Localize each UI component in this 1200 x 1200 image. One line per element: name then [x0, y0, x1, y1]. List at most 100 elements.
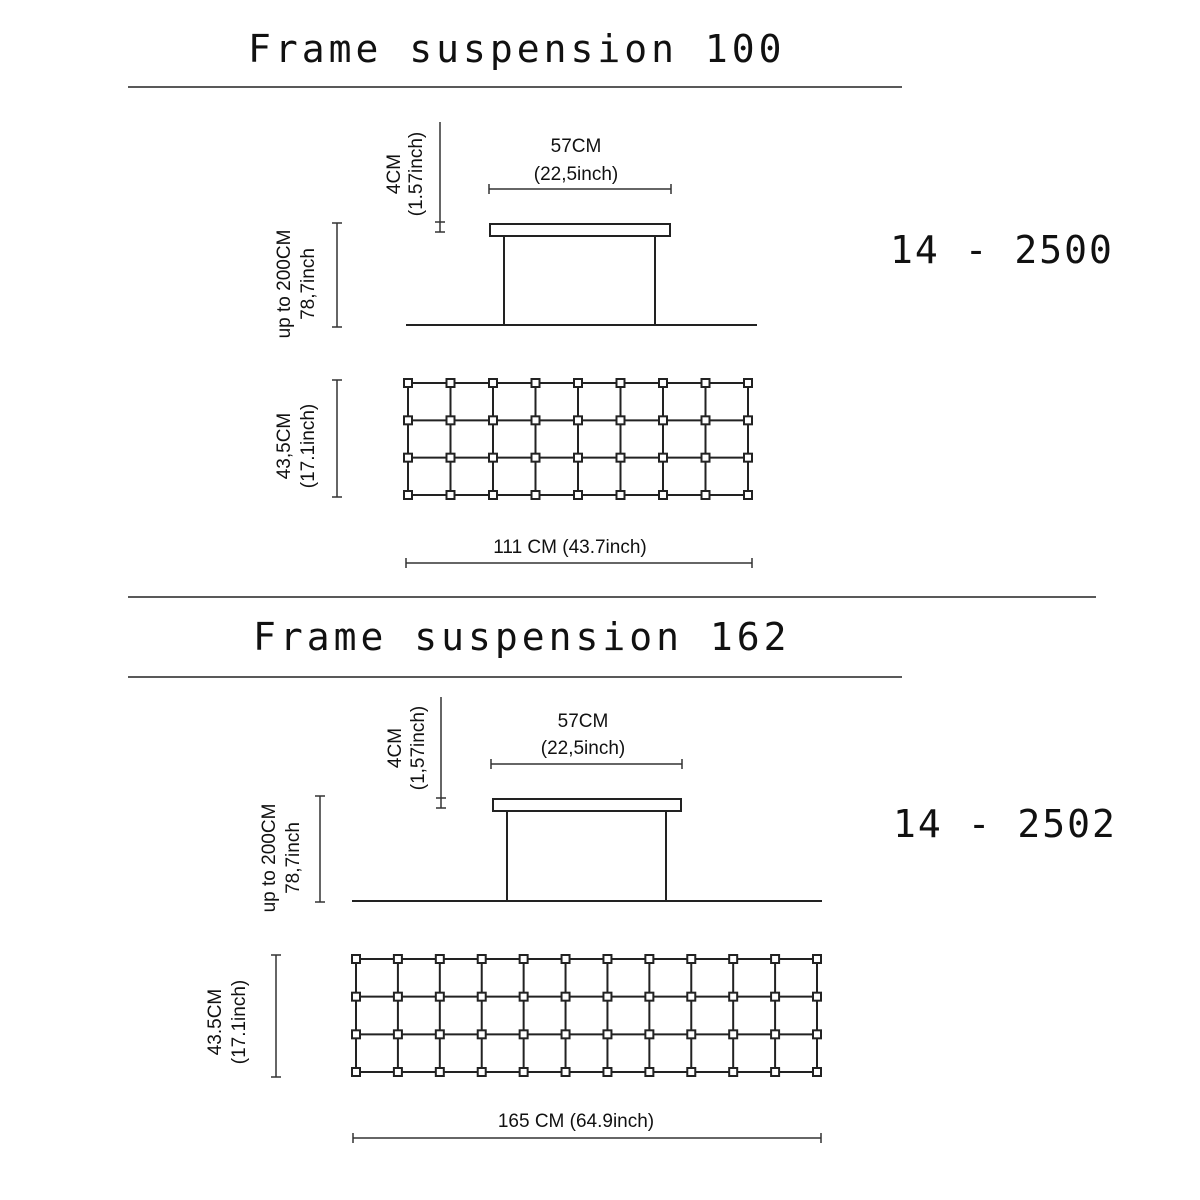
light-node: [476, 1029, 487, 1040]
canopy-height-label: 4CM: [384, 154, 405, 194]
side-elevation: [406, 223, 757, 326]
product-code: 14 - 2500: [890, 228, 1114, 272]
light-node: [351, 1029, 361, 1040]
length-label: 111 CM (43.7inch): [493, 537, 646, 558]
plan-view-grid: [403, 378, 753, 500]
light-node: [392, 954, 403, 964]
light-node: [700, 452, 711, 463]
light-node: [518, 1067, 529, 1077]
drop-inch-label: 78,7inch: [298, 248, 319, 320]
light-node: [770, 954, 781, 964]
light-node: [658, 415, 668, 426]
light-node: [530, 490, 541, 500]
light-node: [434, 1029, 445, 1040]
light-node: [615, 415, 626, 426]
canopy-width-inch-label: (22,5inch): [534, 164, 619, 185]
light-node: [392, 991, 403, 1002]
light-node: [602, 1067, 613, 1077]
light-node: [488, 452, 498, 463]
light-node: [812, 1029, 822, 1040]
light-node: [743, 415, 753, 426]
light-node: [812, 991, 822, 1002]
light-node: [728, 954, 739, 964]
length-label: 165 CM (64.9inch): [498, 1111, 654, 1132]
light-node: [812, 1067, 822, 1077]
light-node: [476, 1067, 487, 1077]
light-node: [770, 1029, 781, 1040]
light-node: [476, 991, 487, 1002]
light-node: [812, 954, 822, 964]
light-node: [351, 1067, 361, 1077]
light-node: [351, 991, 361, 1002]
length-dimension: 111 CM (43.7inch): [405, 537, 753, 568]
depth-label: 43,5CM: [274, 413, 295, 480]
section-title: Frame suspension 162: [253, 615, 791, 659]
canopy: [489, 223, 671, 237]
canopy-width-dimension: 57CM (22,5inch): [490, 711, 683, 769]
light-node: [560, 991, 571, 1002]
light-node: [403, 378, 413, 388]
canopy: [492, 798, 682, 812]
light-node: [403, 415, 413, 426]
depth-label: 43.5CM: [205, 989, 226, 1056]
light-node: [445, 490, 456, 500]
light-node: [743, 490, 753, 500]
light-node: [644, 1067, 655, 1077]
plan-view-grid: [351, 954, 822, 1077]
light-node: [445, 452, 456, 463]
light-node: [770, 991, 781, 1002]
drop-inch-label: 78,7inch: [283, 822, 304, 894]
light-node: [476, 954, 487, 964]
light-node: [434, 1067, 445, 1077]
light-node: [728, 1067, 739, 1077]
light-node: [686, 954, 697, 964]
light-node: [615, 378, 626, 388]
light-node: [658, 378, 668, 388]
light-node: [644, 954, 655, 964]
light-node: [700, 415, 711, 426]
light-node: [445, 415, 456, 426]
light-node: [728, 991, 739, 1002]
light-node: [770, 1067, 781, 1077]
light-node: [530, 452, 541, 463]
light-node: [686, 1029, 697, 1040]
light-node: [658, 452, 668, 463]
light-node: [644, 991, 655, 1002]
section-title: Frame suspension 100: [248, 27, 786, 71]
drop-dimension: up to 200CM 78,7inch: [274, 222, 342, 338]
light-node: [728, 1029, 739, 1040]
light-node: [530, 415, 541, 426]
canopy-height-inch-label: (1,57inch): [408, 706, 429, 791]
light-node: [560, 1067, 571, 1077]
section-frame-suspension-162: Frame suspension 162 4CM (1,57inch) 57CM…: [128, 615, 1115, 1143]
canopy-width-inch-label: (22,5inch): [541, 738, 626, 759]
light-node: [530, 378, 541, 388]
canopy-width-label: 57CM: [551, 136, 602, 157]
light-node: [488, 415, 498, 426]
light-node: [615, 452, 626, 463]
light-node: [700, 378, 711, 388]
canopy-height-dimension: 4CM (1.57inch): [384, 122, 445, 233]
length-dimension: 165 CM (64.9inch): [352, 1111, 822, 1143]
light-node: [518, 954, 529, 964]
light-node: [351, 954, 361, 964]
canopy-width-dimension: 57CM (22,5inch): [488, 136, 672, 194]
light-node: [700, 490, 711, 500]
light-node: [560, 954, 571, 964]
side-elevation: [352, 798, 822, 902]
light-node: [686, 991, 697, 1002]
light-node: [488, 490, 498, 500]
light-node: [644, 1029, 655, 1040]
light-node: [488, 378, 498, 388]
section-frame-suspension-100: Frame suspension 100 4CM (1.57inch) 57CM…: [128, 27, 1114, 568]
light-node: [392, 1067, 403, 1077]
canopy-width-label: 57CM: [558, 711, 609, 732]
depth-inch-label: (17.1inch): [229, 980, 250, 1065]
light-node: [573, 490, 583, 500]
light-node: [392, 1029, 403, 1040]
canopy-height-dimension: 4CM (1,57inch): [385, 697, 446, 809]
light-node: [658, 490, 668, 500]
light-node: [602, 954, 613, 964]
depth-dimension: 43.5CM (17.1inch): [205, 954, 281, 1078]
